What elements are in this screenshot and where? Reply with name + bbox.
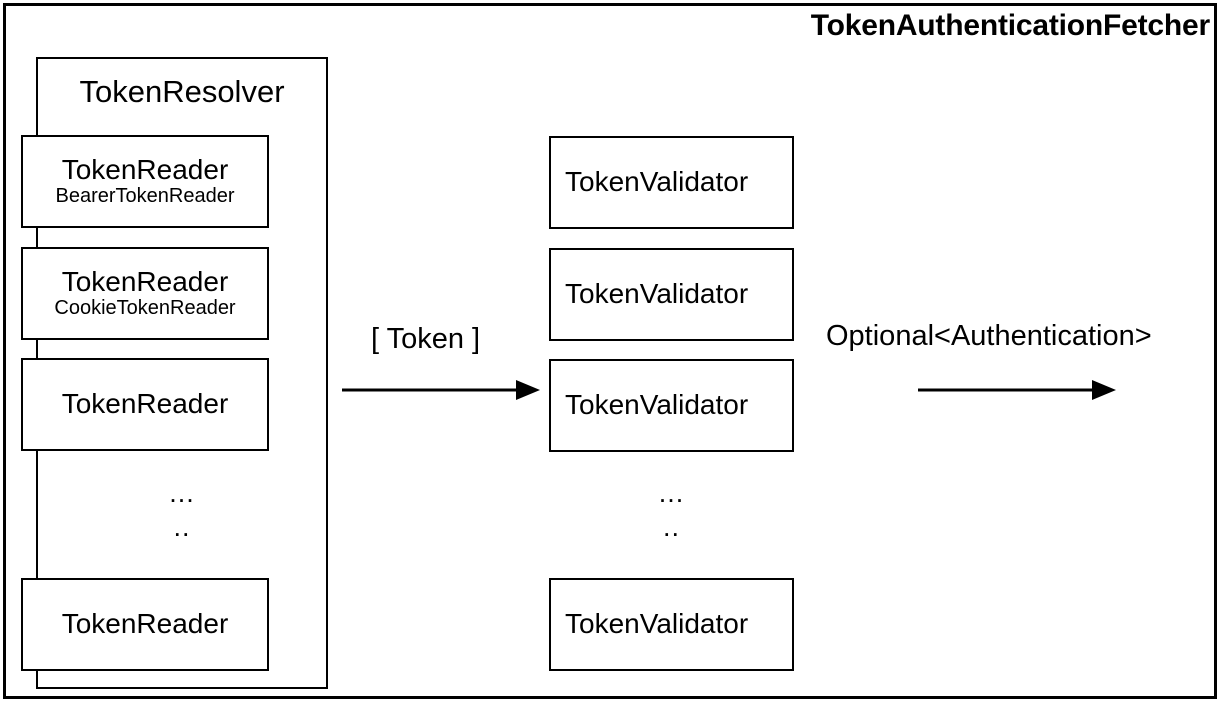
token-validator-label: TokenValidator bbox=[565, 278, 749, 310]
ellipsis-line-2: .. bbox=[173, 511, 191, 542]
token-reader-impl-label: BearerTokenReader bbox=[55, 185, 235, 208]
ellipsis-line-1: ... bbox=[169, 478, 195, 508]
token-reader-card[interactable]: TokenReader bbox=[21, 358, 269, 451]
ellipsis-line-2: .. bbox=[662, 511, 680, 542]
token-validator-label: TokenValidator bbox=[565, 389, 749, 421]
ellipsis-line-1: ... bbox=[658, 478, 685, 508]
token-validator-card[interactable]: TokenValidator bbox=[549, 136, 794, 229]
token-validator-card[interactable]: TokenValidator bbox=[549, 359, 794, 452]
token-validator-card[interactable]: TokenValidator bbox=[549, 578, 794, 671]
token-validator-label: TokenValidator bbox=[565, 166, 749, 198]
token-validator-ellipsis: ... .. bbox=[549, 477, 794, 545]
token-reader-impl-label: CookieTokenReader bbox=[54, 297, 236, 320]
token-reader-label: TokenReader bbox=[61, 608, 229, 640]
token-reader-card[interactable]: TokenReader BearerTokenReader bbox=[21, 135, 269, 228]
diagram-title: TokenAuthenticationFetcher bbox=[810, 9, 1210, 42]
token-validator-label: TokenValidator bbox=[565, 608, 749, 640]
token-flow-arrow-icon bbox=[342, 380, 540, 400]
token-reader-label: TokenReader bbox=[61, 388, 229, 420]
token-reader-label: TokenReader bbox=[61, 153, 229, 185]
token-reader-ellipsis: ... .. bbox=[36, 477, 328, 545]
token-validator-card[interactable]: TokenValidator bbox=[549, 248, 794, 341]
token-resolver-title: TokenResolver bbox=[79, 74, 285, 109]
token-reader-card[interactable]: TokenReader CookieTokenReader bbox=[21, 247, 269, 340]
token-reader-label: TokenReader bbox=[61, 265, 229, 297]
authentication-flow-label: Optional<Authentication> bbox=[826, 320, 1152, 352]
authentication-flow-arrow-icon bbox=[918, 380, 1116, 400]
token-flow-label: [ Token ] bbox=[371, 323, 481, 355]
token-reader-card[interactable]: TokenReader bbox=[21, 578, 269, 671]
